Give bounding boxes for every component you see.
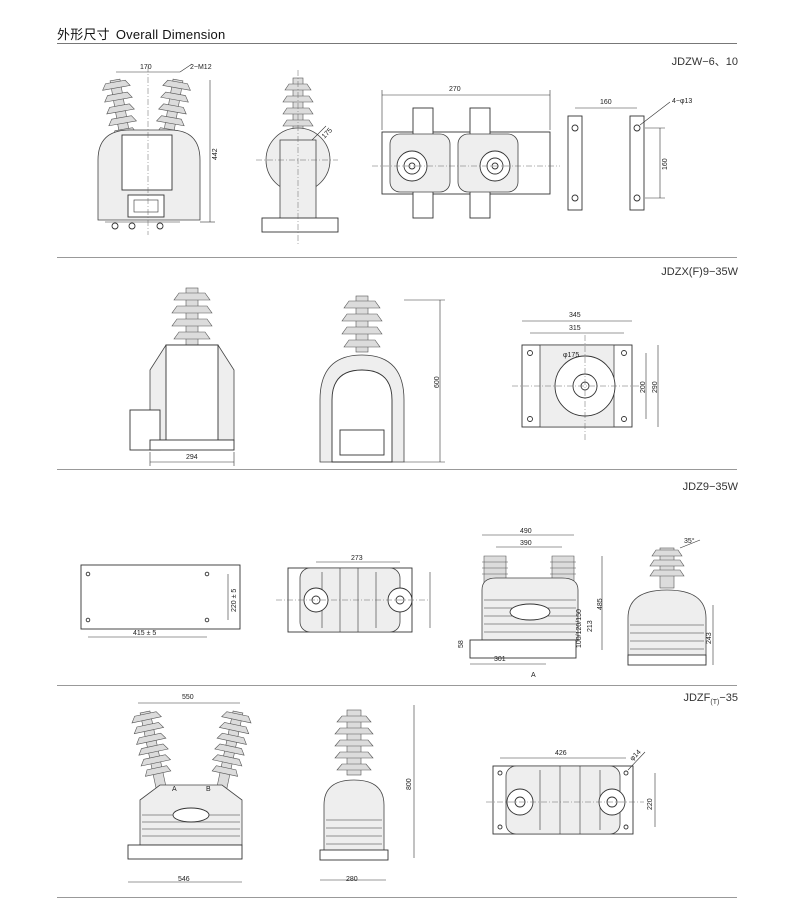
dim-100-120-150: 100/120/150 <box>576 609 583 648</box>
model-jdzw: JDZW−6、10 <box>671 56 738 68</box>
dim-442: 442 <box>212 148 219 160</box>
dim-600: 600 <box>434 376 441 388</box>
dim-4-phi13: 4−φ13 <box>672 98 693 105</box>
title-en: Overall Dimension <box>115 27 226 42</box>
jdzf-top-view <box>486 751 656 835</box>
jdz9-top-view <box>276 561 431 633</box>
jdzxf-top-view <box>512 320 659 440</box>
jdz9-side-view <box>627 539 714 666</box>
section-divider-1 <box>57 257 737 258</box>
dim-290: 290 <box>652 381 659 393</box>
dim-213: 213 <box>587 620 594 632</box>
title-rule <box>57 43 737 44</box>
dim-243: 243 <box>706 632 713 644</box>
dim-170: 170 <box>140 64 152 71</box>
dim-315: 315 <box>569 325 581 332</box>
title-zh: 外形尺寸 <box>57 27 110 42</box>
label-b-jdzf: B <box>206 786 211 793</box>
dim-270: 270 <box>449 86 461 93</box>
jdzf-front-view <box>127 702 252 883</box>
jdz9-front-view <box>469 534 603 665</box>
dim-485: 485 <box>597 598 604 610</box>
label-a-jdzf: A <box>172 786 177 793</box>
dim-273: 273 <box>351 555 363 562</box>
dim-490: 490 <box>520 528 532 535</box>
model-jdzf-suffix: −35 <box>719 692 738 704</box>
dim-2-m12: 2−M12 <box>190 64 212 71</box>
dim-phi175: φ175 <box>563 352 580 359</box>
dim-550: 550 <box>182 694 194 701</box>
model-jdzxf: JDZX(F)9−35W <box>661 266 738 278</box>
jdzxf-front-view <box>129 287 235 466</box>
label-a-jdz9: A <box>531 672 536 679</box>
jdzw-front-view <box>97 63 215 235</box>
jdz9-base-plate <box>80 564 241 638</box>
dim-390: 390 <box>520 540 532 547</box>
dim-301: 301 <box>494 656 506 663</box>
dim-220-pm5: 220 ± 5 <box>231 588 238 612</box>
dim-415-pm5: 415 ± 5 <box>133 630 157 637</box>
dim-200: 200 <box>640 381 647 393</box>
dim-35deg: 35° <box>684 538 695 545</box>
dim-345: 345 <box>569 312 581 319</box>
dim-546: 546 <box>178 876 190 883</box>
model-jdzf: JDZF(T)−35 <box>683 692 738 706</box>
dim-280: 280 <box>346 876 358 883</box>
dim-160-v: 160 <box>662 158 669 170</box>
dim-800: 800 <box>406 778 413 790</box>
section-divider-3 <box>57 685 737 686</box>
dim-426: 426 <box>555 750 567 757</box>
dim-294: 294 <box>186 454 198 461</box>
jdzw-mounting-holes <box>567 101 671 211</box>
page-title: 外形尺寸 Overall Dimension <box>57 24 225 43</box>
jdzw-top-view <box>372 90 560 219</box>
model-jdz9: JDZ9−35W <box>682 481 738 493</box>
dim-58: 58 <box>458 640 465 648</box>
jdzf-side-view <box>319 705 415 881</box>
dim-220-jdzf: 220 <box>647 798 654 810</box>
dim-160-h: 160 <box>600 99 612 106</box>
section-divider-2 <box>57 469 737 470</box>
jdzw-side-view <box>256 70 339 245</box>
section-divider-4 <box>57 897 737 898</box>
model-jdzf-prefix: JDZF <box>683 692 711 704</box>
jdzxf-side-view <box>319 295 445 463</box>
model-jdzf-sub: (T) <box>710 699 720 707</box>
